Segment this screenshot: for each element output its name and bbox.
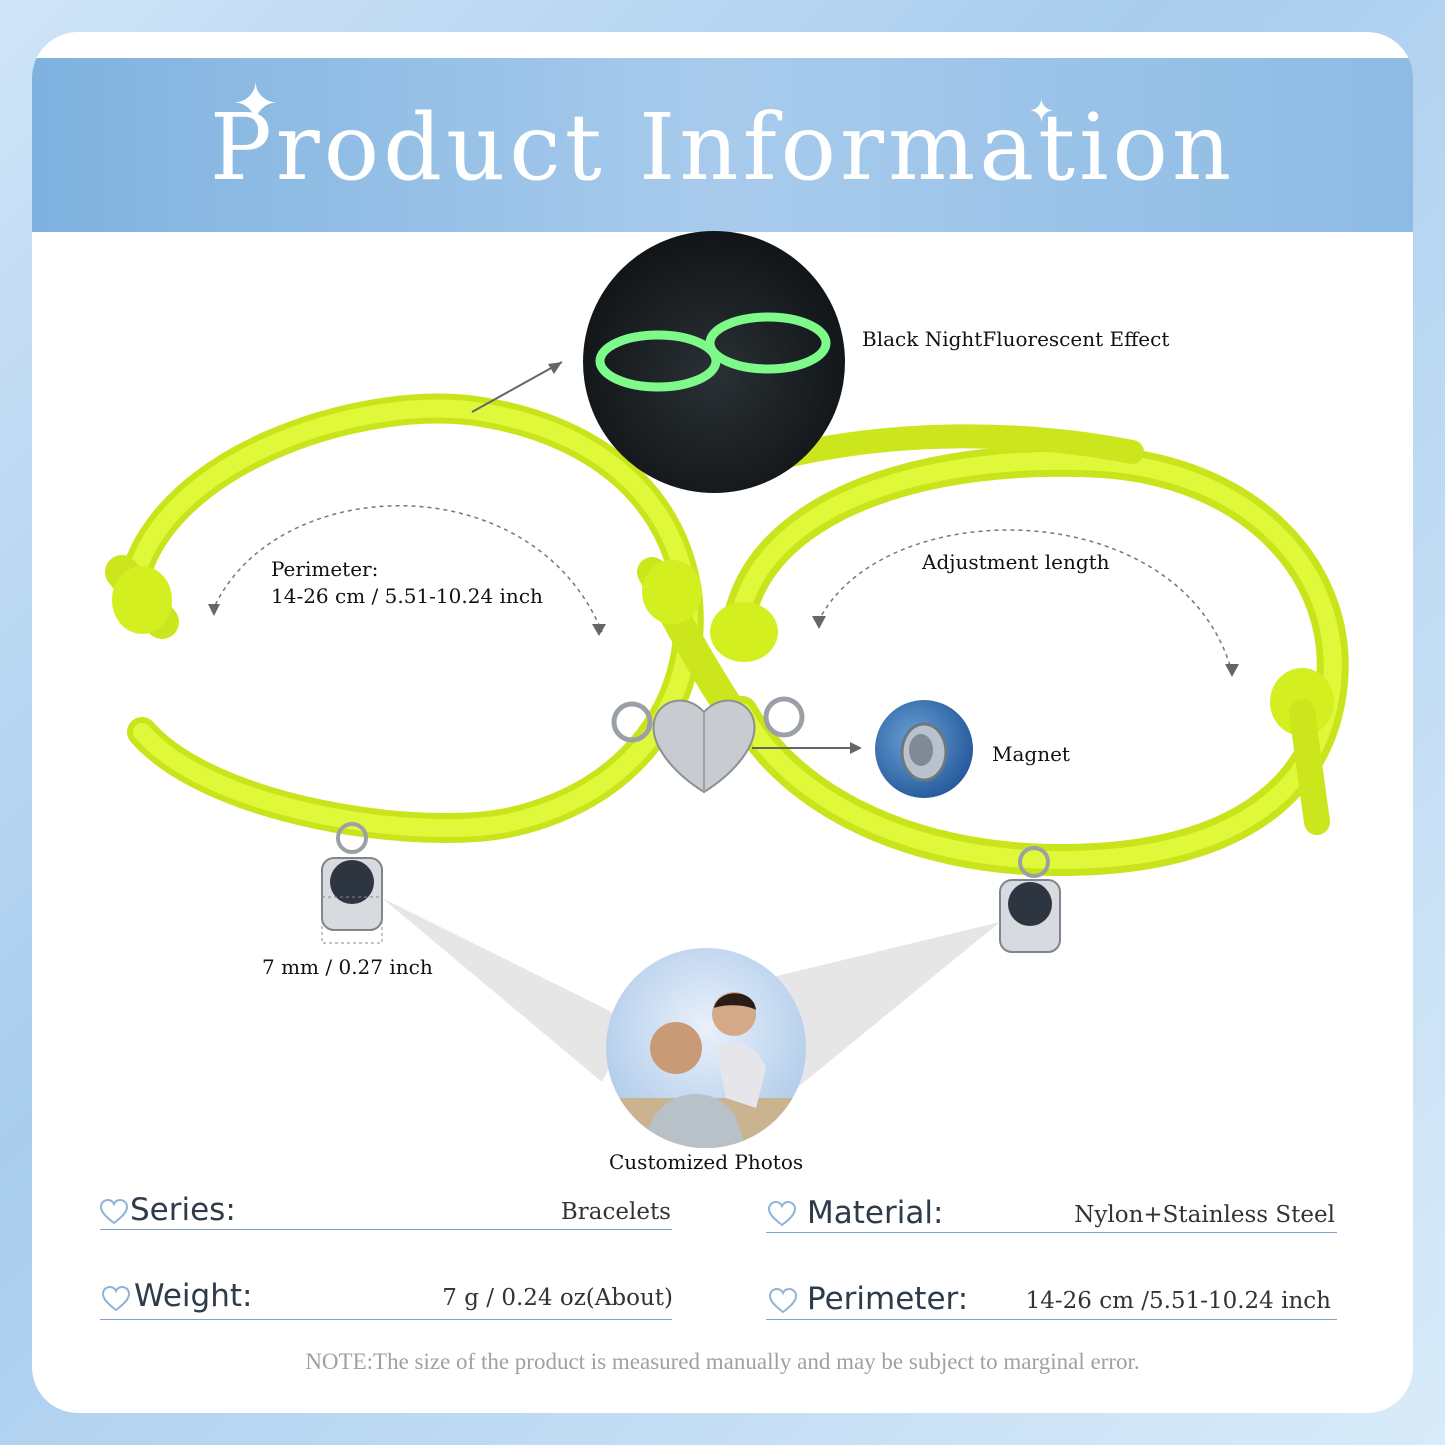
series-key: Series:: [130, 1192, 236, 1228]
bead-size-label: 7 mm / 0.27 inch: [262, 955, 433, 979]
perimeter-callout-title: Perimeter:: [271, 557, 379, 581]
perimeter-key: Perimeter:: [807, 1281, 969, 1317]
perimeter-value: 14-26 cm /5.51-10.24 inch: [1025, 1288, 1331, 1314]
magnet-photo: [875, 700, 973, 798]
weight-value: 7 g / 0.24 oz(About): [442, 1285, 673, 1311]
page-title: Product Information: [209, 94, 1236, 201]
sparkle-icon: ✦: [232, 72, 279, 137]
heart-outline-icon: [767, 1200, 797, 1227]
heart-outline-icon: [99, 1198, 129, 1225]
weight-divider: [100, 1319, 672, 1320]
photos-label: Customized Photos: [609, 1150, 804, 1174]
adjustment-label: Adjustment length: [922, 550, 1110, 574]
sparkle-icon: ✦: [1028, 92, 1055, 130]
series-value: Bracelets: [560, 1199, 671, 1225]
night-glow-photo: [583, 231, 845, 493]
title-banner: ✦ ✦ Product Information: [32, 58, 1413, 232]
bracelet-illustration: [105, 361, 1349, 1092]
series-divider: [100, 1229, 672, 1230]
customized-photo: [606, 948, 806, 1148]
weight-key: Weight:: [134, 1278, 253, 1314]
magnet-label: Magnet: [992, 742, 1070, 766]
product-card: ✦ ✦ Product Information: [32, 32, 1413, 1413]
material-key: Material:: [807, 1195, 944, 1231]
material-value: Nylon+Stainless Steel: [1074, 1202, 1335, 1228]
heart-outline-icon: [101, 1285, 131, 1312]
material-divider: [766, 1232, 1337, 1233]
perimeter-callout-value: 14-26 cm / 5.51-10.24 inch: [271, 584, 543, 608]
night-effect-label: Black NightFluorescent Effect: [862, 327, 1170, 351]
disclaimer-note: NOTE:The size of the product is measured…: [305, 1349, 1140, 1374]
perimeter-divider: [766, 1319, 1337, 1320]
heart-outline-icon: [768, 1287, 798, 1314]
